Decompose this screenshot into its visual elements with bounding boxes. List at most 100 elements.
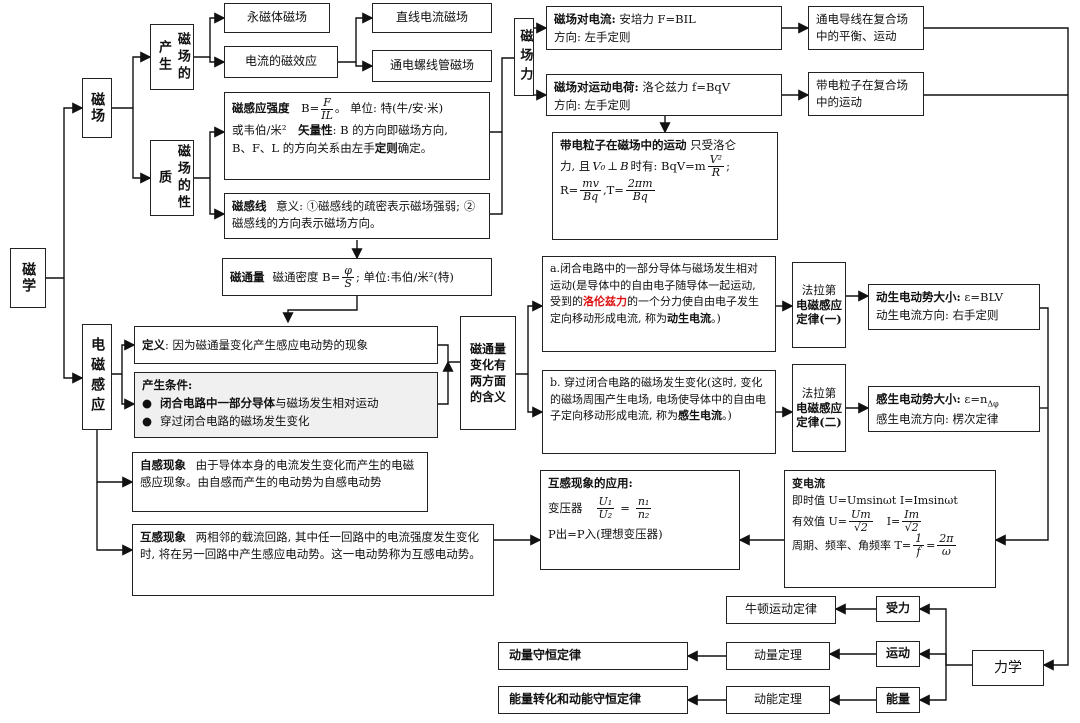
hugan-title: 互感现象	[140, 530, 186, 544]
bian-title: 变电流	[792, 477, 825, 490]
node-hanyi: 磁通量变化有两方面的含义	[460, 316, 516, 430]
node-nengliang: 能量	[876, 687, 920, 713]
node-dongliang-dl: 动量定理	[726, 642, 830, 670]
node-dongneng-dl: 动能定理	[726, 686, 830, 714]
bian-l3a: 周期、频率、角频率 T=	[792, 538, 912, 552]
bian-l3b: =	[926, 538, 936, 552]
gansheng-line2: 感生电流方向: 楞次定律	[876, 411, 999, 426]
qiangdu-title: 磁感应强度	[232, 101, 290, 116]
node-shouli: 受力	[876, 596, 920, 622]
qiangdu-vec-label: 矢量性	[298, 123, 333, 138]
hugan-app-power: P出=P入(理想变压器)	[548, 527, 663, 542]
dingyi-text: : 因为磁通量变化产生感应电动势的现象	[165, 337, 369, 352]
node-dongsheng: 动生电动势大小: ε=BLV 动生电流方向: 右手定则	[868, 284, 1040, 330]
node-cichang-xingzhi: 磁场的性质	[150, 140, 194, 216]
node-pingheng: 通电导线在复合场中的平衡、运动	[808, 6, 924, 50]
falade2-t1: 法拉第	[801, 385, 837, 400]
node-tiaojian: 产生条件: ●闭合电路中一部分导体与磁场发生相对运动 ●穿过闭合电路的磁场发生变…	[134, 372, 438, 438]
yundong-perp: ⊥	[607, 158, 619, 173]
anpei-line2: 方向: 左手定则	[554, 29, 631, 44]
dongsheng-title: 动生电动势大小:	[876, 290, 961, 304]
a-text1: a.闭合电路中的一部分导体与磁场发生相对运动(是导体中的自由电子随导体一起运动,…	[550, 262, 759, 308]
node-zigan: 自感现象 由于导体本身的电流发生变化而产生的电磁感应现象。由自感而产生的电动势为…	[132, 452, 428, 512]
a-text2: 的一个分力使自由电子发生定向移动形成电流, 称为	[550, 295, 759, 325]
node-falade-2: 法拉第 电磁感应定律(二)	[792, 364, 846, 452]
gansheng-text: ε=n	[964, 392, 988, 406]
bian-l2b: I=	[886, 514, 901, 528]
node-dianliu-cixiao: 电流的磁效应	[224, 46, 338, 78]
yundong-text1: 只受洛仑	[690, 138, 737, 152]
node-niudun: 牛顿运动定律	[726, 596, 836, 624]
node-cixue: 磁学	[10, 248, 46, 308]
node-diancigan: 电磁感应	[82, 324, 112, 430]
qiangdu-unit: 。 单位: 特(牛/安·米)	[334, 101, 444, 116]
yundong-text3a: R=	[560, 182, 579, 197]
ganxian-text: 意义: ①磁感线的疏密表示磁场强弱; ②磁感线的方向表示磁场方向。	[232, 199, 476, 230]
node-gansheng: 感生电动势大小: ε=nΔφ 感生电流方向: 楞次定律	[868, 386, 1040, 432]
gansheng-title: 感生电动势大小:	[876, 392, 961, 406]
bian-u-eff: Um√2	[848, 508, 873, 534]
a-bold: 动生电流	[667, 311, 711, 325]
yundong-b: B	[620, 158, 629, 173]
node-lizi-fuhe: 带电粒子在复合场中的运动	[808, 72, 924, 116]
node-b: b. 穿过闭合电路的磁场发生变化(这时, 变化的磁场周围产生电场, 电场使导体中…	[542, 370, 776, 454]
citongliang-text1: 磁通密度 B=	[272, 269, 341, 284]
yundong-title: 带电粒子在磁场中的运动	[560, 138, 687, 152]
yundong-text2a: 力, 且	[560, 158, 591, 173]
yundong-text2b: 时有: BqV=m	[630, 158, 706, 173]
falade1-t2: 电磁感应定律(一)	[796, 297, 842, 327]
tiaojian-title: 产生条件:	[142, 378, 193, 392]
node-luoxian: 通电螺线管磁场	[372, 50, 492, 82]
dingyi-title: 定义	[142, 337, 165, 352]
a-text3: 。)	[711, 311, 721, 325]
citongliang-title: 磁通量	[230, 269, 265, 284]
yundong-v0: V₀	[592, 158, 606, 173]
qiangdu-line2b: : B 的方向即磁场方向,	[332, 123, 448, 138]
qiangdu-line2a: 或韦伯/米²	[232, 123, 287, 138]
zigan-text: 由于导体本身的电流发生变化而产生的电磁感应现象。由自感而产生的电动势为自感电动势	[140, 458, 415, 490]
tiaojian-item-1: ●闭合电路中一部分导体与磁场发生相对运动	[142, 395, 379, 410]
node-cichang-chansheng: 磁场的产生	[150, 24, 194, 90]
falade1-t1: 法拉第	[801, 282, 837, 297]
dongsheng-text: ε=BLV	[964, 290, 1004, 304]
hugan-app-bianyaqi: 变压器	[548, 500, 583, 515]
dongsheng-line2: 动生电流方向: 右手定则	[876, 307, 999, 322]
gansheng-sub: Δφ	[987, 399, 999, 409]
bian-i-eff: Im√2	[902, 508, 922, 534]
node-falade-1: 法拉第 电磁感应定律(一)	[792, 262, 846, 348]
falade2-t2: 电磁感应定律(二)	[796, 400, 842, 430]
node-cichang: 磁场	[82, 78, 112, 138]
node-lixue: 力学	[972, 650, 1044, 686]
node-anpei: 磁场对电流: 安培力 F=BIL 方向: 左手定则	[546, 6, 782, 50]
a-red: 洛伦兹力	[583, 295, 627, 308]
qiangdu-formula-pre: B=	[301, 101, 320, 116]
anpei-title: 磁场对电流:	[554, 12, 616, 26]
node-yundong2: 运动	[876, 641, 920, 667]
node-a: a.闭合电路中的一部分导体与磁场发生相对运动(是导体中的自由电子随导体一起运动,…	[542, 256, 776, 352]
b-bold: 感生电流	[678, 409, 722, 422]
node-ciganxian: 磁感线 意义: ①磁感线的疏密表示磁场强弱; ②磁感线的方向表示磁场方向。	[224, 193, 490, 239]
yundong-text3b: ,T=	[602, 182, 624, 197]
node-dongliang-sh: 动量守恒定律	[498, 642, 688, 670]
luolunzi-line2: 方向: 左手定则	[554, 97, 631, 112]
zigan-title: 自感现象	[140, 458, 186, 472]
node-yongci: 永磁体磁场	[224, 3, 330, 33]
bian-l2a: 有效值 U=	[792, 514, 847, 528]
node-cichangli: 磁场力	[514, 18, 534, 96]
anpei-text: 安培力 F=BIL	[619, 12, 696, 26]
ganxian-title: 磁感线	[232, 199, 267, 213]
hugan-app-title: 互感现象的应用:	[548, 476, 633, 490]
hugan-text: 两相邻的载流回路, 其中任一回路中的电流强度发生变化 时, 将在另一回路中产生感…	[140, 530, 481, 562]
node-nengliang-sh: 能量转化和动能守恒定律	[498, 686, 688, 714]
node-bian: 变电流 即时值 U=Umsinωt I=Imsinωt 有效值 U=Um√2 I…	[784, 470, 996, 588]
